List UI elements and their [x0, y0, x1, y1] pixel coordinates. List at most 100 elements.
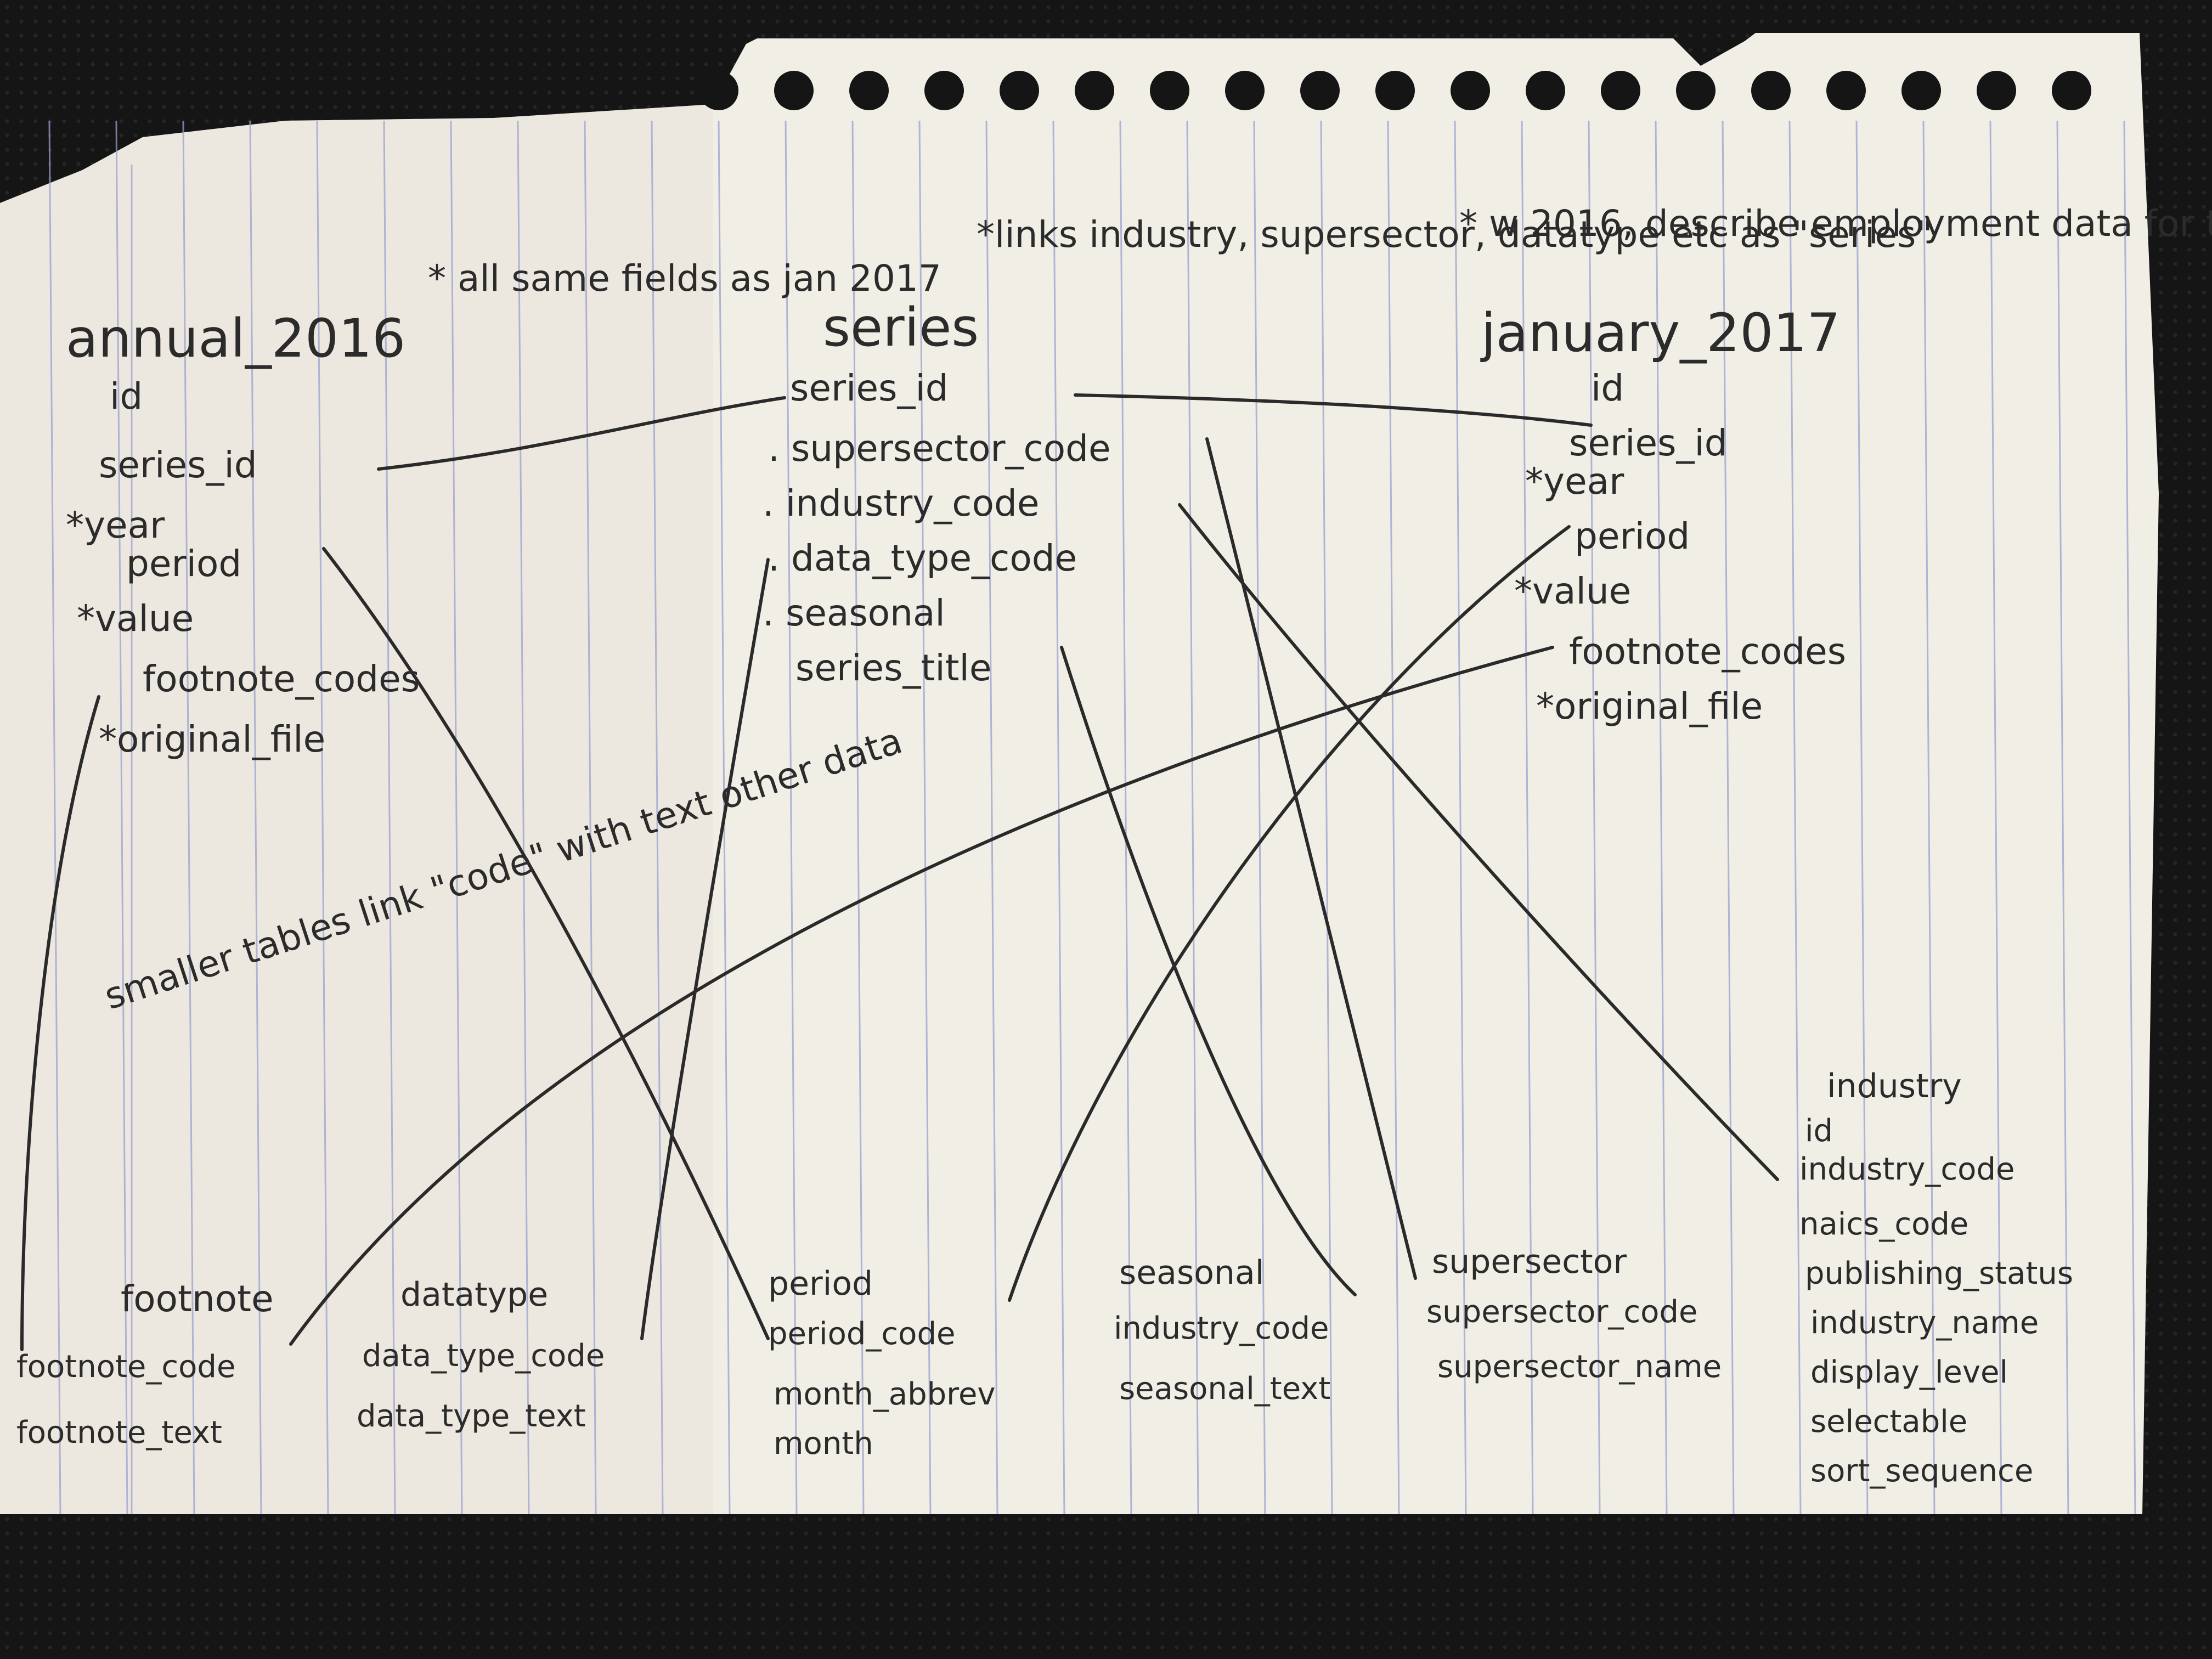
table-field: period_code — [768, 1316, 955, 1352]
binder-hole — [1676, 71, 1716, 110]
table-field: *year — [1525, 460, 1624, 503]
binder-hole — [699, 71, 738, 110]
binder-hole — [1150, 71, 1189, 110]
binder-hole — [2052, 71, 2091, 110]
table-field: seasonal_text — [1119, 1371, 1330, 1407]
link-annual-period — [322, 547, 770, 1340]
table-period: period period_code month_abbrev month — [768, 1265, 996, 1462]
ruled-line — [1387, 120, 1400, 1515]
binder-hole — [1451, 71, 1490, 110]
link-series-january — [1074, 393, 1593, 427]
table-field: industry_name — [1810, 1305, 2039, 1341]
table-field: footnote_code — [16, 1349, 235, 1385]
ruled-line — [48, 120, 61, 1515]
ruled-line — [1655, 120, 1668, 1515]
table-seasonal: seasonal industry_code seasonal_text — [1114, 1254, 1330, 1407]
ruled-line — [584, 120, 597, 1515]
note-top-center: *links industry, supersector, datatype e… — [977, 213, 1933, 256]
table-series: series series_id . supersector_code . in… — [763, 297, 1111, 689]
table-field: data_type_text — [357, 1398, 586, 1434]
binder-hole — [774, 71, 814, 110]
ruled-line — [651, 120, 664, 1515]
table-field: month — [774, 1426, 873, 1462]
ruled-line — [115, 120, 128, 1515]
table-field: . data_type_code — [768, 537, 1077, 579]
ruled-line — [249, 120, 262, 1515]
link-series-supersector — [1205, 437, 1417, 1280]
table-title: january_2017 — [1480, 302, 1841, 364]
table-field: *year — [66, 504, 165, 546]
table-field: footnote_text — [16, 1415, 222, 1451]
binder-holes — [699, 71, 2091, 110]
table-title: industry — [1827, 1067, 1962, 1105]
table-title: seasonal — [1119, 1254, 1264, 1292]
binder-hole — [1601, 71, 1640, 110]
binder-hole — [1300, 71, 1340, 110]
table-datatype: datatype data_type_code data_type_text — [357, 1276, 605, 1434]
table-title: datatype — [400, 1276, 548, 1314]
table-title: footnote — [121, 1278, 274, 1320]
ruled-line — [1186, 120, 1199, 1515]
table-field: naics_code — [1799, 1206, 1968, 1242]
link-series-industry — [1178, 503, 1779, 1181]
ruled-line — [918, 120, 932, 1515]
table-supersector: supersector supersector_code supersector… — [1426, 1243, 1722, 1385]
ruled-line — [383, 120, 396, 1515]
ruled-line — [1052, 120, 1065, 1515]
table-title: annual_2016 — [66, 308, 405, 369]
ruled-line — [1521, 120, 1534, 1515]
table-field: series_id — [99, 444, 257, 486]
note-top-right: * w 2016, describe employment data for t… — [1459, 202, 2212, 245]
note-top-left: * all same fields as jan 2017 — [428, 257, 941, 300]
link-annual-footnote — [20, 695, 100, 1351]
table-field: sort_sequence — [1810, 1453, 2033, 1489]
binder-hole — [1075, 71, 1114, 110]
ruled-line — [1454, 120, 1467, 1515]
ruled-line — [785, 120, 798, 1515]
table-field: id — [1591, 367, 1624, 409]
link-series-seasonal — [1060, 646, 1357, 1296]
table-field: industry_code — [1799, 1152, 2015, 1187]
table-industry: industry id industry_code naics_code pub… — [1799, 1067, 2073, 1489]
table-field: *value — [77, 597, 194, 640]
ruled-line — [450, 120, 463, 1515]
link-january-period — [1008, 525, 1571, 1302]
binder-hole — [1225, 71, 1265, 110]
ruled-line — [1588, 120, 1601, 1515]
binder-hole — [1977, 71, 2016, 110]
table-january-2017: january_2017 id series_id *year period *… — [1480, 302, 1846, 727]
ruled-lines — [48, 120, 2136, 1515]
ruled-line — [985, 120, 998, 1515]
table-field: . seasonal — [763, 592, 945, 634]
ruled-line — [1722, 120, 1735, 1515]
table-annual-2016: annual_2016 id series_id *year period *v… — [66, 308, 420, 760]
table-field: footnote_codes — [1569, 630, 1846, 673]
binder-hole — [849, 71, 889, 110]
table-field: . industry_code — [763, 482, 1039, 524]
table-field: *value — [1514, 570, 1631, 612]
link-annual-series — [377, 396, 786, 471]
binder-hole — [1751, 71, 1791, 110]
table-field: id — [110, 375, 143, 417]
ruled-line — [2123, 120, 2136, 1515]
table-field: period — [1575, 515, 1690, 557]
ruled-line — [1320, 120, 1333, 1515]
table-field: series_title — [795, 647, 992, 689]
ruled-line — [517, 120, 530, 1515]
ruled-line — [316, 120, 329, 1515]
table-field: period — [126, 543, 241, 585]
ruled-line — [1253, 120, 1266, 1515]
ruled-line — [1989, 120, 2002, 1515]
ruled-line — [1922, 120, 1936, 1515]
table-field: supersector_code — [1426, 1294, 1697, 1330]
ruled-line — [851, 120, 865, 1515]
ruled-line — [1119, 120, 1132, 1515]
ruled-line — [2056, 120, 2069, 1515]
table-field: series_id — [790, 367, 949, 409]
link-series-datatype — [640, 558, 770, 1340]
table-field: *original_file — [99, 718, 325, 760]
table-field: supersector_name — [1437, 1349, 1722, 1385]
table-field: id — [1805, 1113, 1833, 1149]
table-title: series — [823, 297, 979, 358]
